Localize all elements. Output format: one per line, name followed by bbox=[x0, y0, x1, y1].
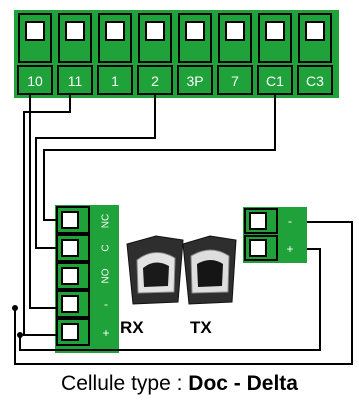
receiver-label-nc: NC bbox=[101, 214, 112, 228]
terminal-screw-7 bbox=[218, 13, 252, 63]
receiver-terminals: NC C NO - + bbox=[55, 205, 119, 353]
terminal-label-c1: C1 bbox=[266, 73, 284, 89]
terminal-screw-c1 bbox=[258, 13, 292, 63]
terminal-label-7: 7 bbox=[231, 73, 239, 89]
transmitter-photocell-icon bbox=[182, 235, 237, 305]
terminal-block-labels: 10 11 1 2 3P 7 C1 C3 bbox=[17, 65, 333, 95]
transmitter-name: TX bbox=[190, 318, 212, 337]
terminal-screw-1 bbox=[98, 13, 132, 63]
wire-rx-plus-to-tx-plus bbox=[19, 248, 321, 351]
terminal-label-1: 1 bbox=[111, 73, 119, 89]
wire-c1-to-rx-nc bbox=[43, 94, 276, 221]
receiver-terminal-no: NO bbox=[56, 262, 112, 290]
terminal-screw-c3 bbox=[298, 13, 332, 63]
transmitter-label-minus: - bbox=[288, 214, 292, 228]
wire-rx-minus-to-tx-minus bbox=[14, 221, 353, 365]
junction-dot-minus bbox=[12, 305, 18, 311]
terminal-screw-3p bbox=[178, 13, 212, 63]
wire-11-to-rx-plus bbox=[23, 94, 71, 336]
junction-dot-plus bbox=[17, 332, 23, 338]
caption: Cellule type : Doc - Delta bbox=[0, 372, 359, 396]
wire-2-to-rx-c bbox=[35, 94, 156, 249]
caption-model: Doc - Delta bbox=[188, 372, 298, 395]
receiver-label-no: NO bbox=[101, 268, 112, 283]
terminal-label-3p: 3P bbox=[186, 73, 203, 89]
receiver-label-plus: + bbox=[102, 326, 109, 340]
caption-prefix: Cellule type : bbox=[61, 372, 183, 395]
terminal-screw-11 bbox=[58, 13, 92, 63]
terminal-block-screws bbox=[18, 13, 332, 63]
terminal-screw-10 bbox=[18, 13, 52, 63]
receiver-label-minus: - bbox=[104, 297, 108, 311]
transmitter-terminal-minus: - bbox=[244, 208, 292, 234]
receiver-photocell-icon bbox=[126, 235, 184, 305]
terminal-label-10: 10 bbox=[27, 73, 43, 89]
transmitter-terminal-plus: + bbox=[244, 235, 294, 261]
wiring bbox=[12, 94, 353, 365]
receiver-label-c: C bbox=[101, 244, 112, 251]
terminal-label-11: 11 bbox=[68, 73, 83, 89]
wire-10-to-rx-minus bbox=[29, 94, 57, 309]
terminal-block: 10 11 1 2 3P 7 C1 C3 bbox=[14, 10, 339, 98]
receiver-terminal-minus: - bbox=[56, 290, 108, 318]
transmitter-label-plus: + bbox=[286, 242, 293, 256]
terminal-screw-2 bbox=[138, 13, 172, 63]
terminal-label-c3: C3 bbox=[306, 73, 324, 89]
receiver-terminal-plus: + bbox=[56, 318, 110, 346]
receiver-terminal-nc: NC bbox=[56, 206, 112, 234]
terminal-label-2: 2 bbox=[151, 73, 159, 89]
transmitter-terminals: - + bbox=[243, 207, 307, 263]
receiver-name: RX bbox=[120, 318, 144, 337]
